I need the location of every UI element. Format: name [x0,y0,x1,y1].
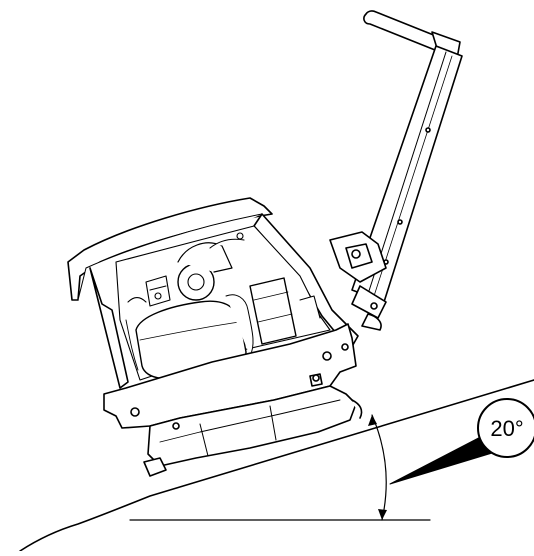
angle-arc [371,414,387,521]
angle-callout-circle [477,398,534,458]
slope-line [19,379,534,552]
frame-plate [103,323,357,429]
angle-arrowhead-top [368,415,377,426]
handle [329,10,463,331]
angle-arrowhead-bottom [378,509,387,520]
base-plate [143,385,363,477]
engine-internals [115,225,331,381]
angle-label: 20° [490,416,523,441]
